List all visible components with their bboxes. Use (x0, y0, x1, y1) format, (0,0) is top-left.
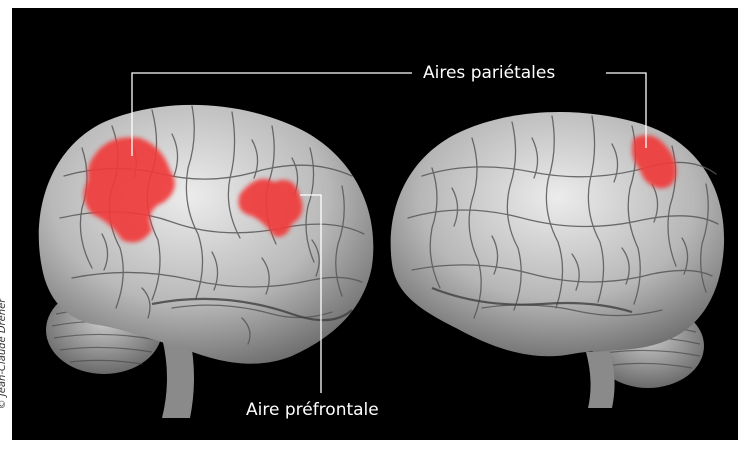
right-hemisphere (391, 112, 724, 408)
brain-illustration (12, 8, 738, 440)
photo-credit: © Jean-Claude Dreher (0, 259, 9, 449)
prefrontal-label: Aire préfrontale (246, 400, 379, 420)
parietal-label: Aires pariétales (423, 63, 555, 83)
right-cortex (391, 112, 724, 356)
right-brainstem (586, 352, 615, 408)
left-hemisphere (39, 105, 374, 418)
brain-figure: Aires pariétales Aire préfrontale (12, 8, 738, 440)
